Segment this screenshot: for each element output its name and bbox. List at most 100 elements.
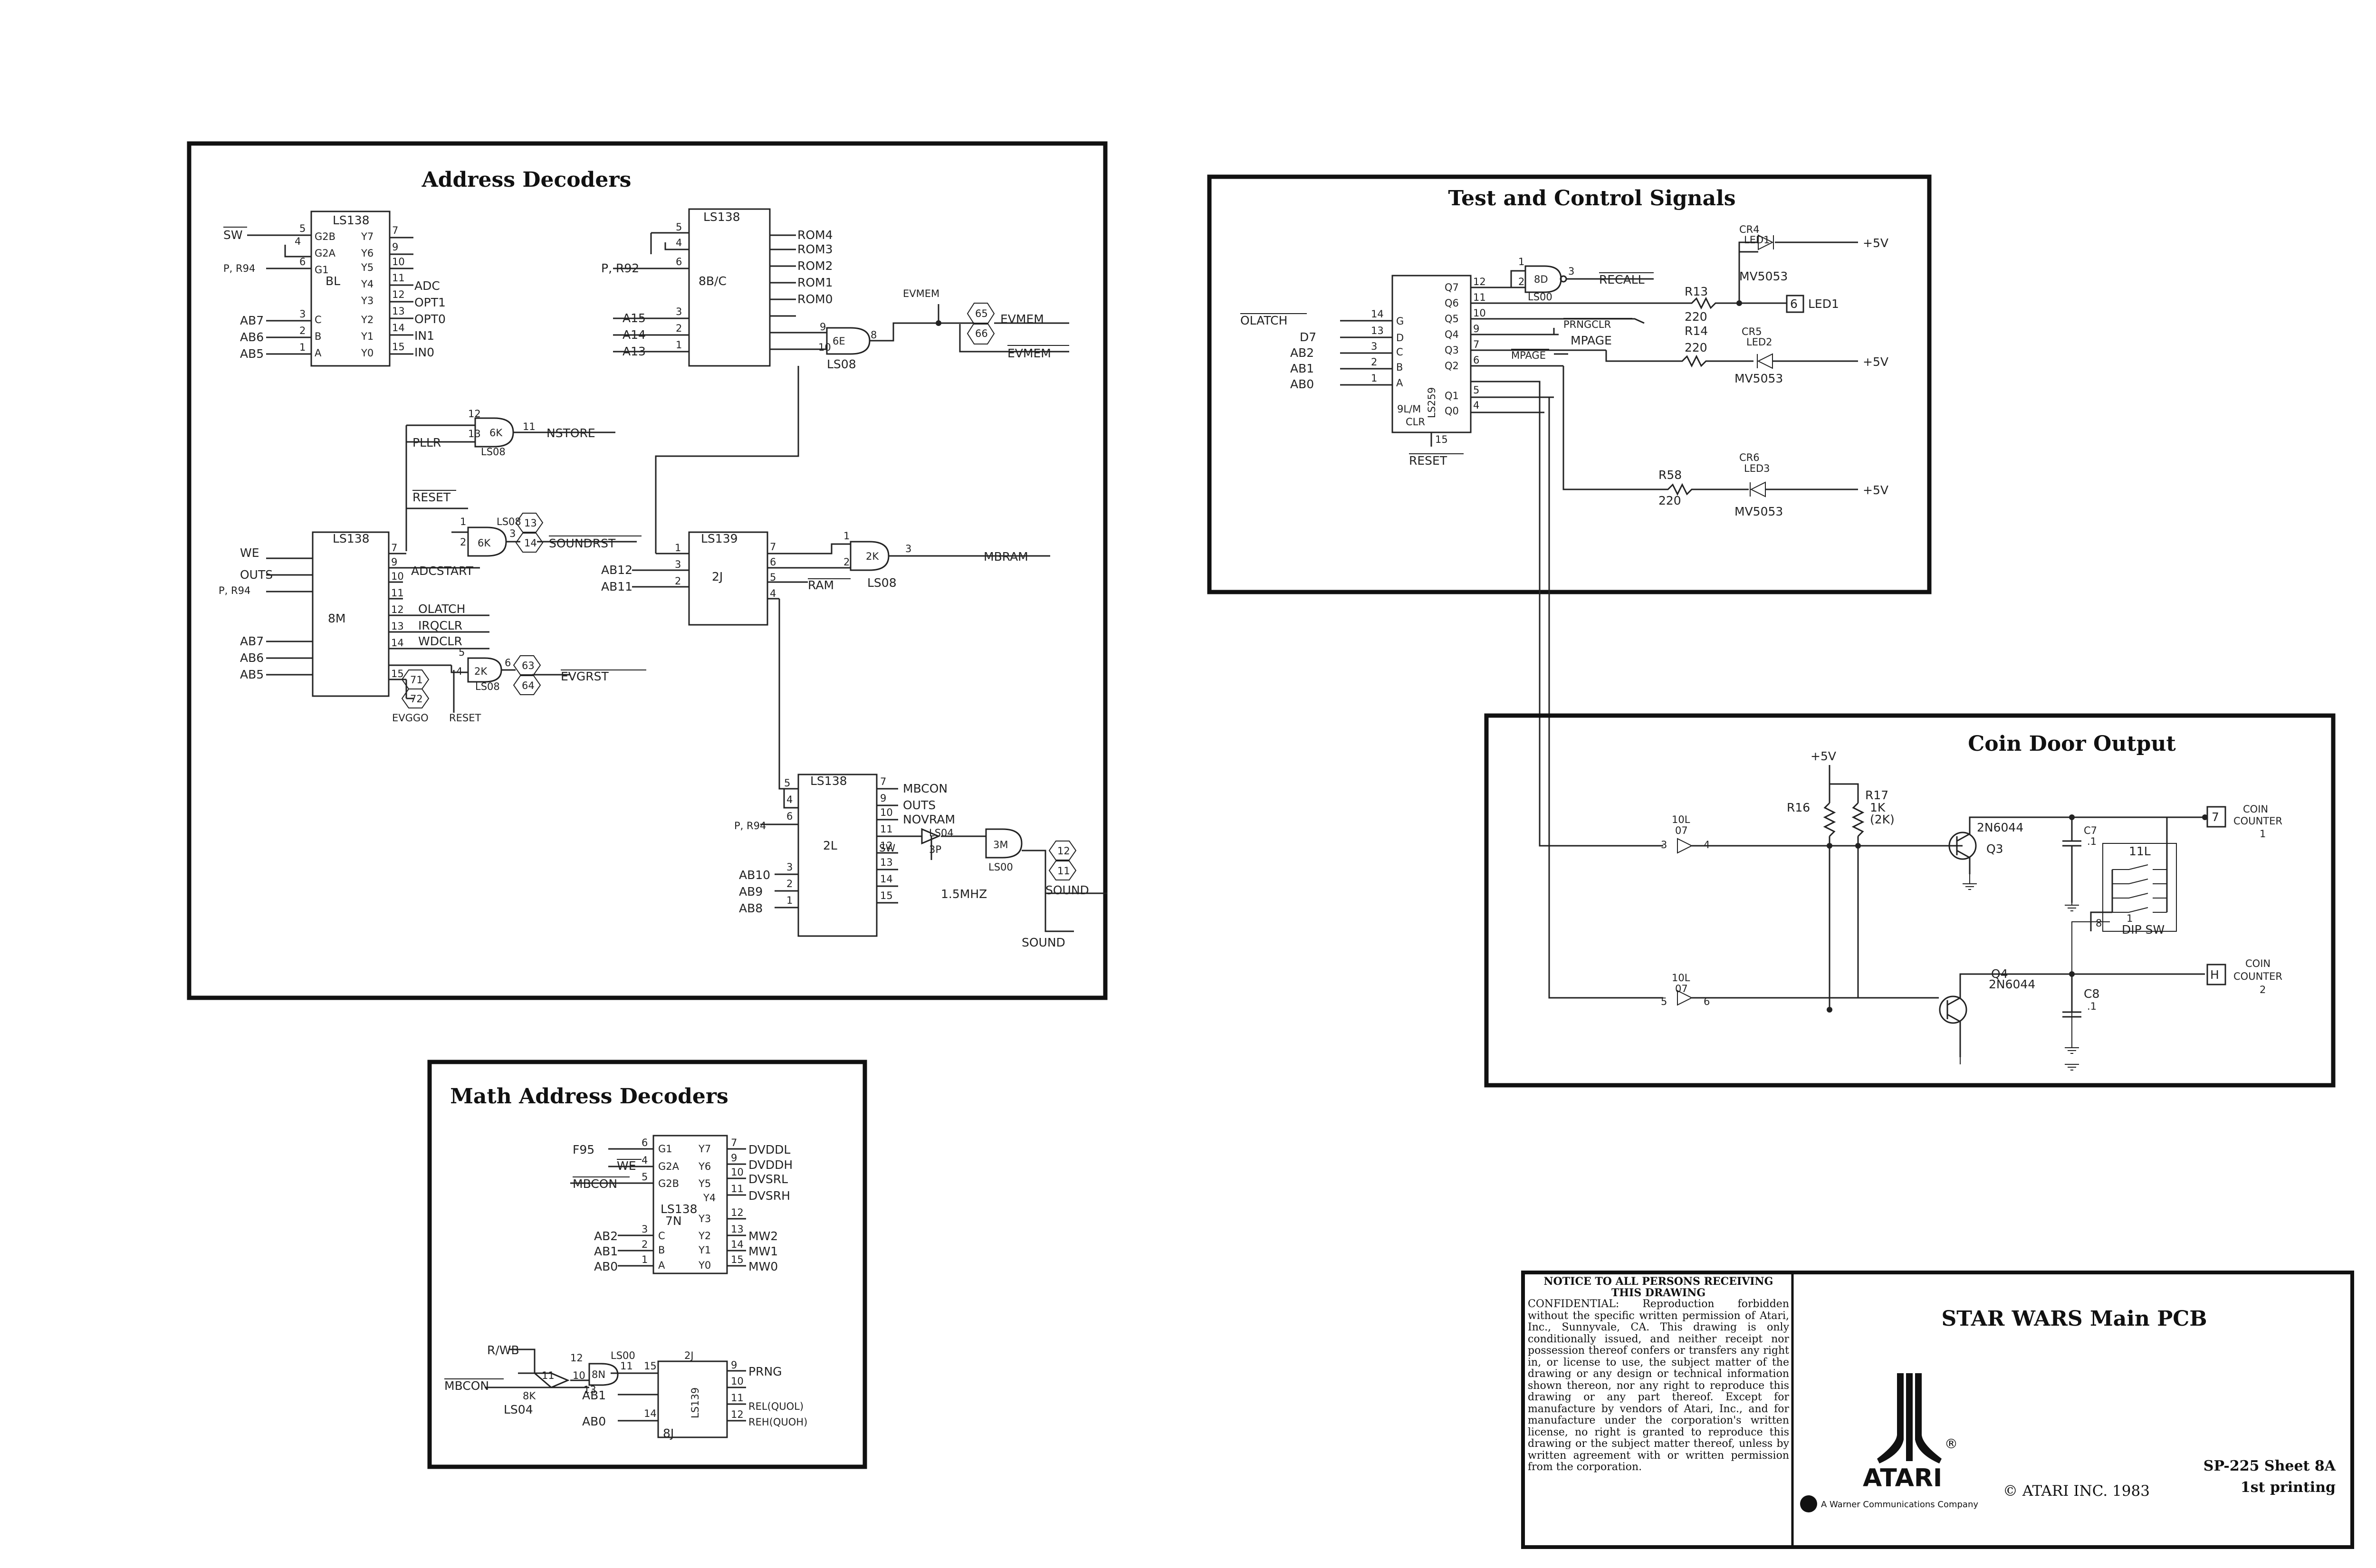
svg-text:10: 10	[818, 342, 831, 353]
svg-text:Q2: Q2	[1445, 360, 1459, 372]
svg-text:Q3: Q3	[1986, 842, 2003, 856]
svg-text:9: 9	[820, 321, 826, 333]
coin-door-frame	[1484, 713, 2336, 1088]
svg-text:RECALL: RECALL	[1599, 273, 1645, 287]
svg-text:AB9: AB9	[739, 885, 763, 899]
svg-text:.1: .1	[2087, 836, 2097, 847]
svg-text:Y2: Y2	[361, 314, 374, 325]
svg-text:4: 4	[456, 666, 462, 677]
svg-text:IRQCLR: IRQCLR	[418, 619, 462, 632]
svg-text:+5V: +5V	[1811, 749, 1836, 763]
svg-text:220: 220	[1658, 494, 1681, 507]
svg-text:LS00: LS00	[988, 861, 1013, 873]
svg-text:4: 4	[786, 794, 793, 805]
svg-text:AB10: AB10	[739, 868, 770, 882]
svg-text:66: 66	[975, 328, 988, 339]
chip-bl: LS138 BL G2B G2A G1 C B A Y7 Y6 Y5 Y4 Y3…	[223, 210, 446, 367]
reset-gate: RESET 6K LS08 1 2 3 13 14 SOUNDRST	[405, 475, 642, 557]
svg-text:4: 4	[1473, 400, 1479, 411]
svg-text:Y6: Y6	[698, 1161, 711, 1172]
svg-text:DVSRH: DVSRH	[748, 1189, 790, 1203]
svg-text:ROM0: ROM0	[797, 292, 833, 306]
svg-text:10: 10	[731, 1376, 744, 1387]
svg-text:2: 2	[299, 325, 306, 336]
svg-text:2: 2	[1371, 356, 1377, 368]
svg-text:5: 5	[1661, 996, 1667, 1007]
svg-text:Y6: Y6	[361, 248, 374, 259]
svg-text:G2B: G2B	[658, 1178, 679, 1189]
chip-8j: 2J LS139 8J 8N LS00 R/WB MBCON 8K LS04 A…	[444, 1343, 807, 1440]
svg-text:15: 15	[392, 341, 405, 353]
svg-text:64: 64	[522, 680, 535, 691]
svg-text:AB0: AB0	[594, 1260, 618, 1273]
sheet-number: SP-225 Sheet 8A	[2204, 1458, 2336, 1474]
svg-text:LS139: LS139	[701, 532, 738, 545]
svg-text:13: 13	[524, 517, 537, 529]
svg-text:3: 3	[675, 559, 681, 570]
svg-text:12: 12	[880, 840, 893, 851]
svg-text:8: 8	[2096, 918, 2102, 929]
svg-text:8M: 8M	[328, 612, 345, 625]
svg-text:8J: 8J	[663, 1426, 674, 1440]
svg-text:8: 8	[871, 329, 877, 341]
svg-text:R58: R58	[1658, 468, 1682, 482]
svg-text:220: 220	[1685, 341, 1707, 354]
svg-text:LS138: LS138	[810, 774, 847, 788]
svg-text:5: 5	[642, 1171, 648, 1183]
svg-text:13: 13	[880, 857, 893, 868]
svg-text:.1: .1	[2087, 1001, 2097, 1012]
svg-text:AB8: AB8	[739, 901, 763, 915]
svg-text:10: 10	[880, 807, 893, 818]
svg-text:ADC: ADC	[414, 279, 440, 293]
svg-text:AB11: AB11	[601, 580, 632, 593]
svg-text:14: 14	[391, 637, 404, 649]
svg-text:4: 4	[1704, 839, 1710, 851]
buffer-1: 10L 07 3 4	[1661, 814, 1963, 854]
svg-text:6K: 6K	[489, 427, 503, 439]
svg-text:CR6: CR6	[1739, 452, 1760, 463]
svg-text:6: 6	[770, 556, 776, 568]
svg-text:11: 11	[542, 1370, 555, 1381]
svg-text:AB12: AB12	[601, 563, 632, 577]
svg-text:12: 12	[392, 289, 405, 300]
svg-text:14: 14	[880, 873, 893, 885]
svg-text:RAM: RAM	[808, 578, 834, 592]
svg-text:G2B: G2B	[315, 231, 335, 242]
svg-text:2K: 2K	[866, 551, 879, 562]
svg-text:11: 11	[620, 1360, 633, 1372]
svg-text:9: 9	[391, 556, 397, 568]
svg-text:13: 13	[584, 1384, 596, 1396]
warner-tagline: A Warner Communications Company	[1821, 1500, 1978, 1510]
svg-text:MBCON: MBCON	[903, 782, 948, 795]
svg-text:11: 11	[391, 587, 404, 599]
svg-text:CR4: CR4	[1739, 224, 1760, 235]
svg-text:14: 14	[1371, 308, 1384, 320]
svg-text:B: B	[315, 331, 321, 342]
svg-text:3M: 3M	[993, 839, 1008, 851]
svg-text:8N: 8N	[592, 1369, 605, 1380]
svg-text:8D: 8D	[1534, 274, 1548, 285]
svg-text:2N6044: 2N6044	[1989, 977, 2035, 991]
svg-text:D7: D7	[1300, 330, 1316, 344]
svg-text:3: 3	[299, 308, 306, 320]
svg-text:F95: F95	[573, 1143, 594, 1157]
svg-text:14: 14	[731, 1239, 744, 1250]
svg-text:11: 11	[880, 823, 893, 835]
svg-text:P, R94: P, R94	[223, 263, 255, 274]
svg-text:9L/M: 9L/M	[1397, 403, 1421, 415]
svg-text:ROM1: ROM1	[797, 276, 833, 289]
svg-text:10: 10	[392, 256, 405, 268]
svg-text:8B/C: 8B/C	[699, 274, 727, 288]
svg-text:B: B	[658, 1244, 665, 1256]
svg-text:LS04: LS04	[929, 827, 954, 839]
svg-text:LS08: LS08	[475, 681, 500, 692]
coin-counter-2: H COIN COUNTER 2	[2206, 958, 2282, 995]
svg-text:15: 15	[644, 1360, 657, 1372]
svg-text:5: 5	[299, 223, 306, 234]
svg-text:EVMEM: EVMEM	[1000, 312, 1044, 326]
svg-text:Y7: Y7	[698, 1143, 711, 1155]
svg-text:MW1: MW1	[748, 1244, 778, 1258]
svg-text:AB1: AB1	[582, 1388, 606, 1402]
svg-text:Q0: Q0	[1445, 405, 1459, 417]
